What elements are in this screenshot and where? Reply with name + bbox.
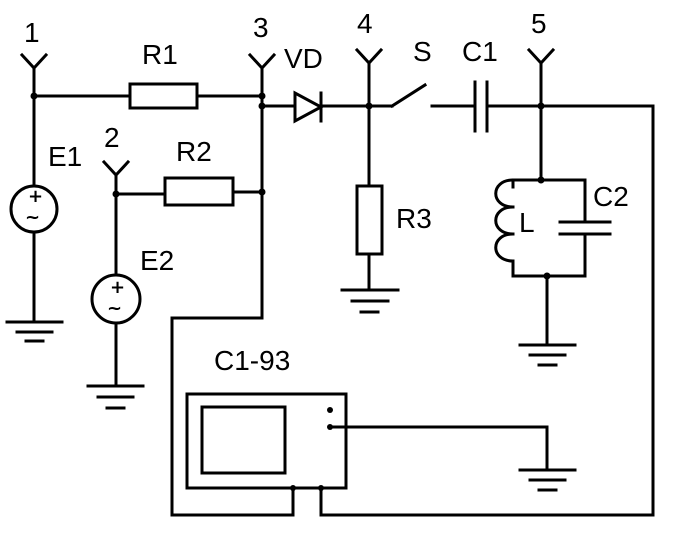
l-label: L <box>519 207 535 238</box>
vd-label: VD <box>284 43 323 74</box>
r3-label: R3 <box>396 203 432 234</box>
junction-node4 <box>365 102 373 110</box>
ground-e1 <box>5 320 64 343</box>
r2-label: R2 <box>176 136 212 167</box>
junction-dots <box>30 92 551 491</box>
e1-ac-sign: ~ <box>25 207 40 228</box>
junction-node3-top <box>258 92 266 100</box>
node-5-label: 5 <box>531 8 547 39</box>
node-4-label: 4 <box>357 8 373 39</box>
junction-node3-r2 <box>258 188 266 196</box>
ac-source-e2: + ~ E2 <box>90 245 174 325</box>
e2-label: E2 <box>140 245 174 276</box>
ground-r3 <box>340 288 400 314</box>
inductor-l: L <box>494 178 535 263</box>
e1-plus-sign: + <box>28 186 43 207</box>
e2-ac-sign: ~ <box>107 298 122 319</box>
r1-label: R1 <box>142 39 178 70</box>
terminal-node-4: 4 <box>354 8 384 108</box>
junction-node1 <box>30 92 38 100</box>
oscilloscope-screen <box>200 405 287 475</box>
resistor-r3: R3 <box>355 184 432 256</box>
capacitor-c1: C1 <box>462 36 498 133</box>
ground-scope <box>518 468 577 492</box>
e2-plus-sign: + <box>110 277 125 298</box>
node-2-label: 2 <box>104 122 120 153</box>
scope-terminal-ground <box>327 424 333 430</box>
oscilloscope-c1-93: C1-93 <box>185 345 348 490</box>
terminal-node-1: 1 <box>19 17 49 98</box>
scope-terminal-b <box>318 485 324 491</box>
junction-tank-bottom <box>543 272 551 280</box>
switch-s: S <box>389 36 432 109</box>
junction-node5 <box>537 102 545 110</box>
c2-label: C2 <box>593 181 629 212</box>
ac-source-e1: + ~ E1 <box>9 141 82 234</box>
ground-tank <box>518 343 577 367</box>
e1-label: E1 <box>48 141 82 172</box>
terminal-node-5: 5 <box>526 8 556 108</box>
junction-tank-top <box>537 176 545 184</box>
diode-vd: VD <box>284 43 325 124</box>
oscilloscope-label: C1-93 <box>214 345 290 376</box>
resistor-r2: R2 <box>163 136 235 207</box>
scope-terminal-a <box>290 485 296 491</box>
resistor-r1: R1 <box>128 39 199 110</box>
junction-node2 <box>112 190 120 198</box>
s-label: S <box>413 36 432 67</box>
ground-e2 <box>86 384 145 410</box>
c1-label: C1 <box>462 36 498 67</box>
scope-terminal-top <box>327 407 333 413</box>
junction-node3-diode <box>258 102 266 110</box>
terminal-node-2: 2 <box>101 122 131 196</box>
node-3-label: 3 <box>253 12 269 43</box>
capacitor-c2: C2 <box>558 181 629 236</box>
node-1-label: 1 <box>24 17 40 48</box>
terminal-node-3: 3 <box>247 12 277 98</box>
